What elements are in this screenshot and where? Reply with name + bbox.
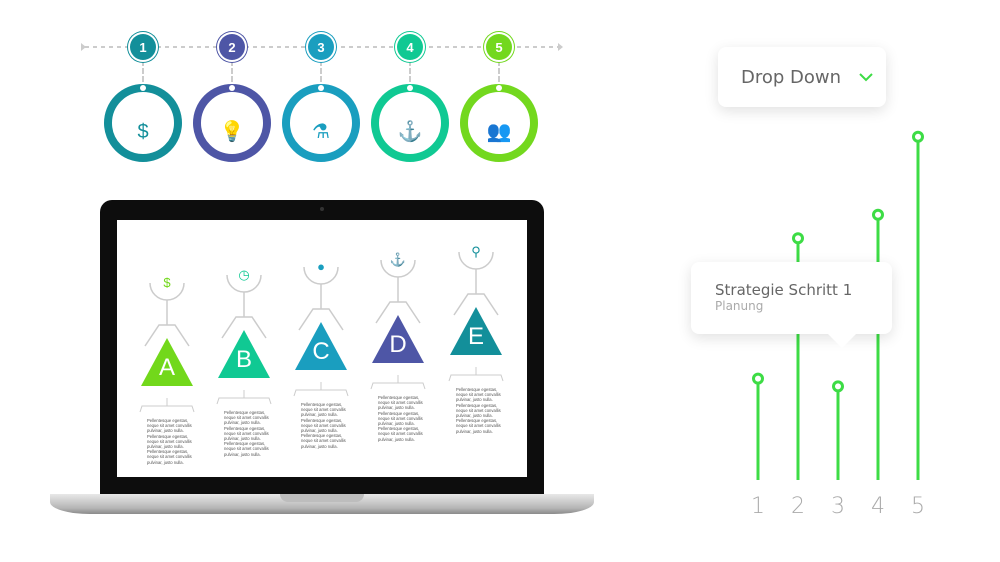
- laptop-base: [50, 494, 594, 514]
- tooltip-subtitle: Planung: [715, 299, 764, 313]
- bracket-E: [448, 367, 504, 382]
- lollipop-point-3[interactable]: [832, 380, 844, 393]
- step-circle-3[interactable]: ⚗: [282, 84, 360, 162]
- lightbulb-icon: ●: [317, 259, 325, 274]
- camera: [320, 207, 324, 211]
- description-D: Pellentesque egestas, neque sit amet con…: [378, 395, 423, 442]
- dropdown-label: Drop Down: [741, 66, 842, 88]
- connector-B: [221, 274, 267, 339]
- clock-icon: ◷: [238, 267, 250, 282]
- laptop-notch: [280, 494, 364, 502]
- step-number-2: 2: [219, 34, 245, 60]
- triangle-D: [372, 315, 424, 363]
- step-number-4: 4: [397, 34, 423, 60]
- lollipop-point-4[interactable]: [872, 208, 884, 221]
- step-circle-2[interactable]: 💡: [193, 84, 271, 162]
- chevron-down-icon: [859, 72, 873, 81]
- anchor-icon: ⚓: [389, 252, 407, 267]
- triangle-C: [295, 322, 347, 370]
- lollipop-point-1[interactable]: [752, 372, 764, 385]
- connector-A: [144, 282, 190, 347]
- step-number-3: 3: [308, 34, 334, 60]
- axis-label-3: 3: [831, 494, 845, 519]
- connector-D: [375, 259, 421, 324]
- triangle-E: [450, 307, 502, 355]
- lightbulb-icon: 💡: [219, 121, 245, 143]
- step-circle-4[interactable]: ⚓: [371, 84, 449, 162]
- step-number-1: 1: [130, 34, 156, 60]
- anchor-icon: ⚓: [397, 121, 423, 143]
- bracket-D: [370, 375, 426, 390]
- tooltip-title: Strategie Schritt 1: [715, 281, 853, 299]
- search-icon: ⚲: [471, 244, 481, 259]
- description-E: Pellentesque egestas, neque sit amet con…: [456, 387, 501, 434]
- axis-label-1: 1: [751, 494, 765, 519]
- connector-E: [453, 251, 499, 316]
- tooltip: Strategie Schritt 1 Planung: [691, 262, 892, 348]
- bracket-A: [139, 398, 195, 413]
- bracket-B: [216, 390, 272, 405]
- lollipop-point-5[interactable]: [912, 130, 924, 143]
- lollipop-point-2[interactable]: [792, 232, 804, 245]
- letter-D: D: [389, 331, 407, 358]
- triangle-B: [218, 330, 270, 378]
- description-C: Pellentesque egestas, neque sit amet con…: [301, 402, 346, 449]
- dropdown[interactable]: Drop Down: [718, 47, 886, 107]
- money-bag-icon: $: [137, 121, 149, 143]
- triangle-A: [141, 338, 193, 386]
- step-number-5: 5: [486, 34, 512, 60]
- step-circle-1[interactable]: $: [104, 84, 182, 162]
- axis-label-2: 2: [791, 494, 805, 519]
- step-circle-5[interactable]: 👥: [460, 84, 538, 162]
- letter-B: B: [235, 346, 252, 373]
- axis-label-4: 4: [871, 494, 885, 519]
- bracket-C: [293, 382, 349, 397]
- description-A: Pellentesque egestas, neque sit amet con…: [147, 418, 192, 465]
- flask-icon: ⚗: [312, 121, 330, 143]
- money-bag-icon: $: [163, 275, 171, 290]
- description-B: Pellentesque egestas, neque sit amet con…: [224, 410, 269, 457]
- connector-C: [298, 266, 344, 331]
- letter-C: C: [312, 338, 330, 365]
- timeline-dashed-line: [81, 43, 563, 51]
- axis-label-5: 5: [911, 494, 925, 519]
- people-icon: 👥: [486, 121, 512, 143]
- letter-E: E: [467, 323, 484, 350]
- letter-A: A: [158, 354, 175, 381]
